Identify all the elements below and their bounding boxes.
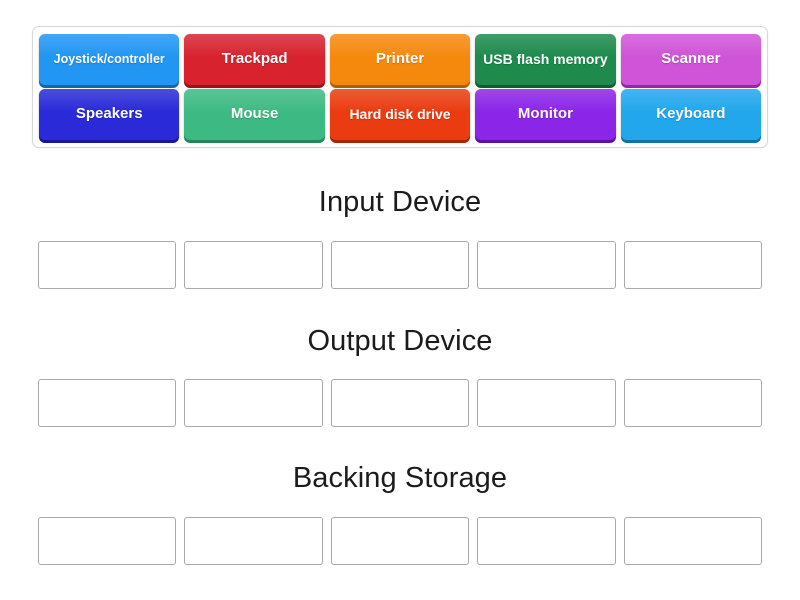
tile-joystick[interactable]: Joystick/controller xyxy=(39,34,180,85)
drop-zone-input-3[interactable] xyxy=(330,241,470,289)
tile-label: Monitor xyxy=(517,105,573,123)
tile-speakers[interactable]: Speakers xyxy=(39,89,180,140)
tile-keyboard[interactable]: Keyboard xyxy=(620,89,762,140)
category-title-input: Input Device xyxy=(318,186,482,218)
tile-printer[interactable]: Printer xyxy=(329,34,471,85)
drop-zone-backing-1[interactable] xyxy=(38,517,177,565)
drop-zone-backing-5[interactable] xyxy=(623,517,763,565)
drop-zone-input-1[interactable] xyxy=(38,241,177,289)
tile-row-1: Joystick/controller Trackpad Printer USB… xyxy=(39,34,762,85)
drop-row-input xyxy=(38,241,763,289)
tile-row-2: Speakers Mouse Hard disk drive Monitor K… xyxy=(39,89,762,140)
tile-label: Joystick/controller xyxy=(53,51,165,66)
tile-label: USB flash memory xyxy=(483,50,608,67)
drop-row-backing xyxy=(38,517,763,565)
tile-pool: Joystick/controller Trackpad Printer USB… xyxy=(32,26,768,148)
tile-label: Scanner xyxy=(661,50,721,68)
drop-zone-output-4[interactable] xyxy=(477,379,616,427)
drop-zone-backing-4[interactable] xyxy=(477,517,616,565)
drop-zone-input-2[interactable] xyxy=(184,241,323,289)
tile-label: Hard disk drive xyxy=(349,105,451,122)
tile-label: Speakers xyxy=(75,105,143,123)
drop-zone-output-1[interactable] xyxy=(38,379,177,427)
category-title-output: Output Device xyxy=(307,325,493,357)
drop-zone-backing-2[interactable] xyxy=(184,517,323,565)
tile-usb-flash-memory[interactable]: USB flash memory xyxy=(475,34,616,85)
tile-trackpad[interactable]: Trackpad xyxy=(184,34,325,85)
tile-label: Mouse xyxy=(230,105,279,123)
drop-zone-output-2[interactable] xyxy=(184,379,323,427)
drop-zone-input-4[interactable] xyxy=(477,241,616,289)
drop-zone-backing-3[interactable] xyxy=(330,517,470,565)
drop-zone-input-5[interactable] xyxy=(623,241,763,289)
tile-hard-disk-drive[interactable]: Hard disk drive xyxy=(329,89,471,140)
tile-label: Trackpad xyxy=(221,50,288,68)
tile-scanner[interactable]: Scanner xyxy=(620,34,762,85)
tile-label: Keyboard xyxy=(656,105,726,123)
drop-zone-output-3[interactable] xyxy=(330,379,470,427)
tile-label: Printer xyxy=(375,50,425,68)
drop-zone-output-5[interactable] xyxy=(623,379,763,427)
tile-mouse[interactable]: Mouse xyxy=(184,89,325,140)
category-title-backing: Backing Storage xyxy=(292,462,508,494)
tile-monitor[interactable]: Monitor xyxy=(475,89,616,140)
drop-row-output xyxy=(38,379,763,427)
